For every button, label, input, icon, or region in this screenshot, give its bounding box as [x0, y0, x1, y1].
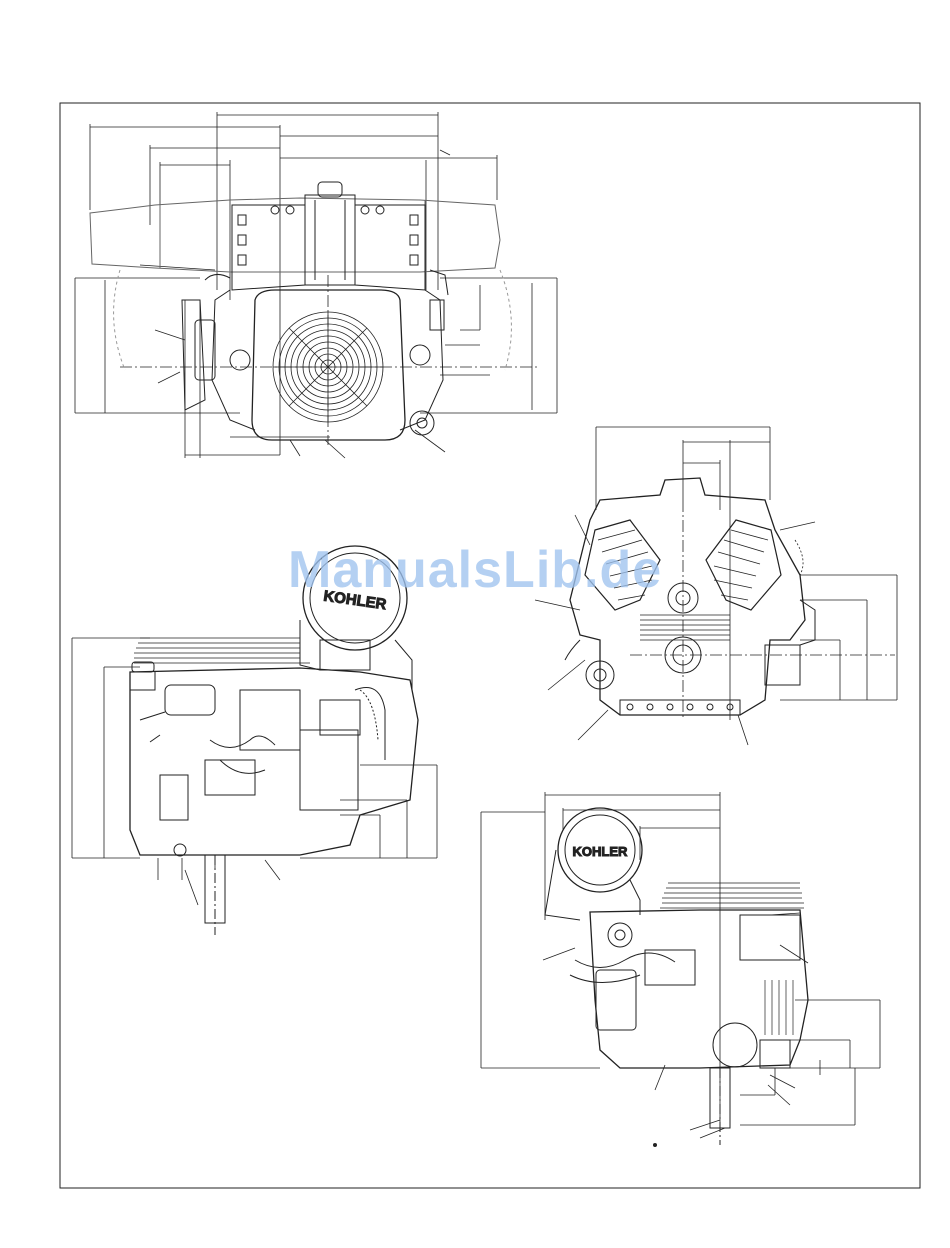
side-left-engine-body [130, 662, 418, 856]
side-right-crankshaft [654, 1068, 731, 1147]
rear-base [565, 600, 815, 715]
rear-dimension-lines [535, 427, 897, 745]
front-view [75, 112, 557, 458]
front-air-cleaner [90, 198, 511, 370]
side-right-brand-logo: KOHLER [573, 844, 629, 859]
front-blower-housing [212, 290, 443, 440]
side-left-brand-logo: KOHLER [322, 588, 387, 614]
side-view-right: KOHLER [481, 792, 880, 1147]
side-right-engine-body [570, 910, 808, 1068]
side-right-dimension-lines [481, 792, 880, 1138]
rear-view [535, 427, 897, 745]
front-rotating-screen [273, 312, 383, 422]
rear-center-fins [640, 615, 730, 640]
side-left-air-cleaner [300, 546, 412, 690]
rear-cylinder-right [706, 520, 781, 610]
side-left-cooling-fins [134, 638, 310, 663]
rear-cylinder-left [585, 520, 660, 610]
rear-engine-body [570, 478, 805, 715]
side-right-air-cleaner [545, 808, 642, 920]
side-view-left: KOHLER [72, 546, 437, 935]
side-right-cooling-fins [660, 883, 804, 908]
